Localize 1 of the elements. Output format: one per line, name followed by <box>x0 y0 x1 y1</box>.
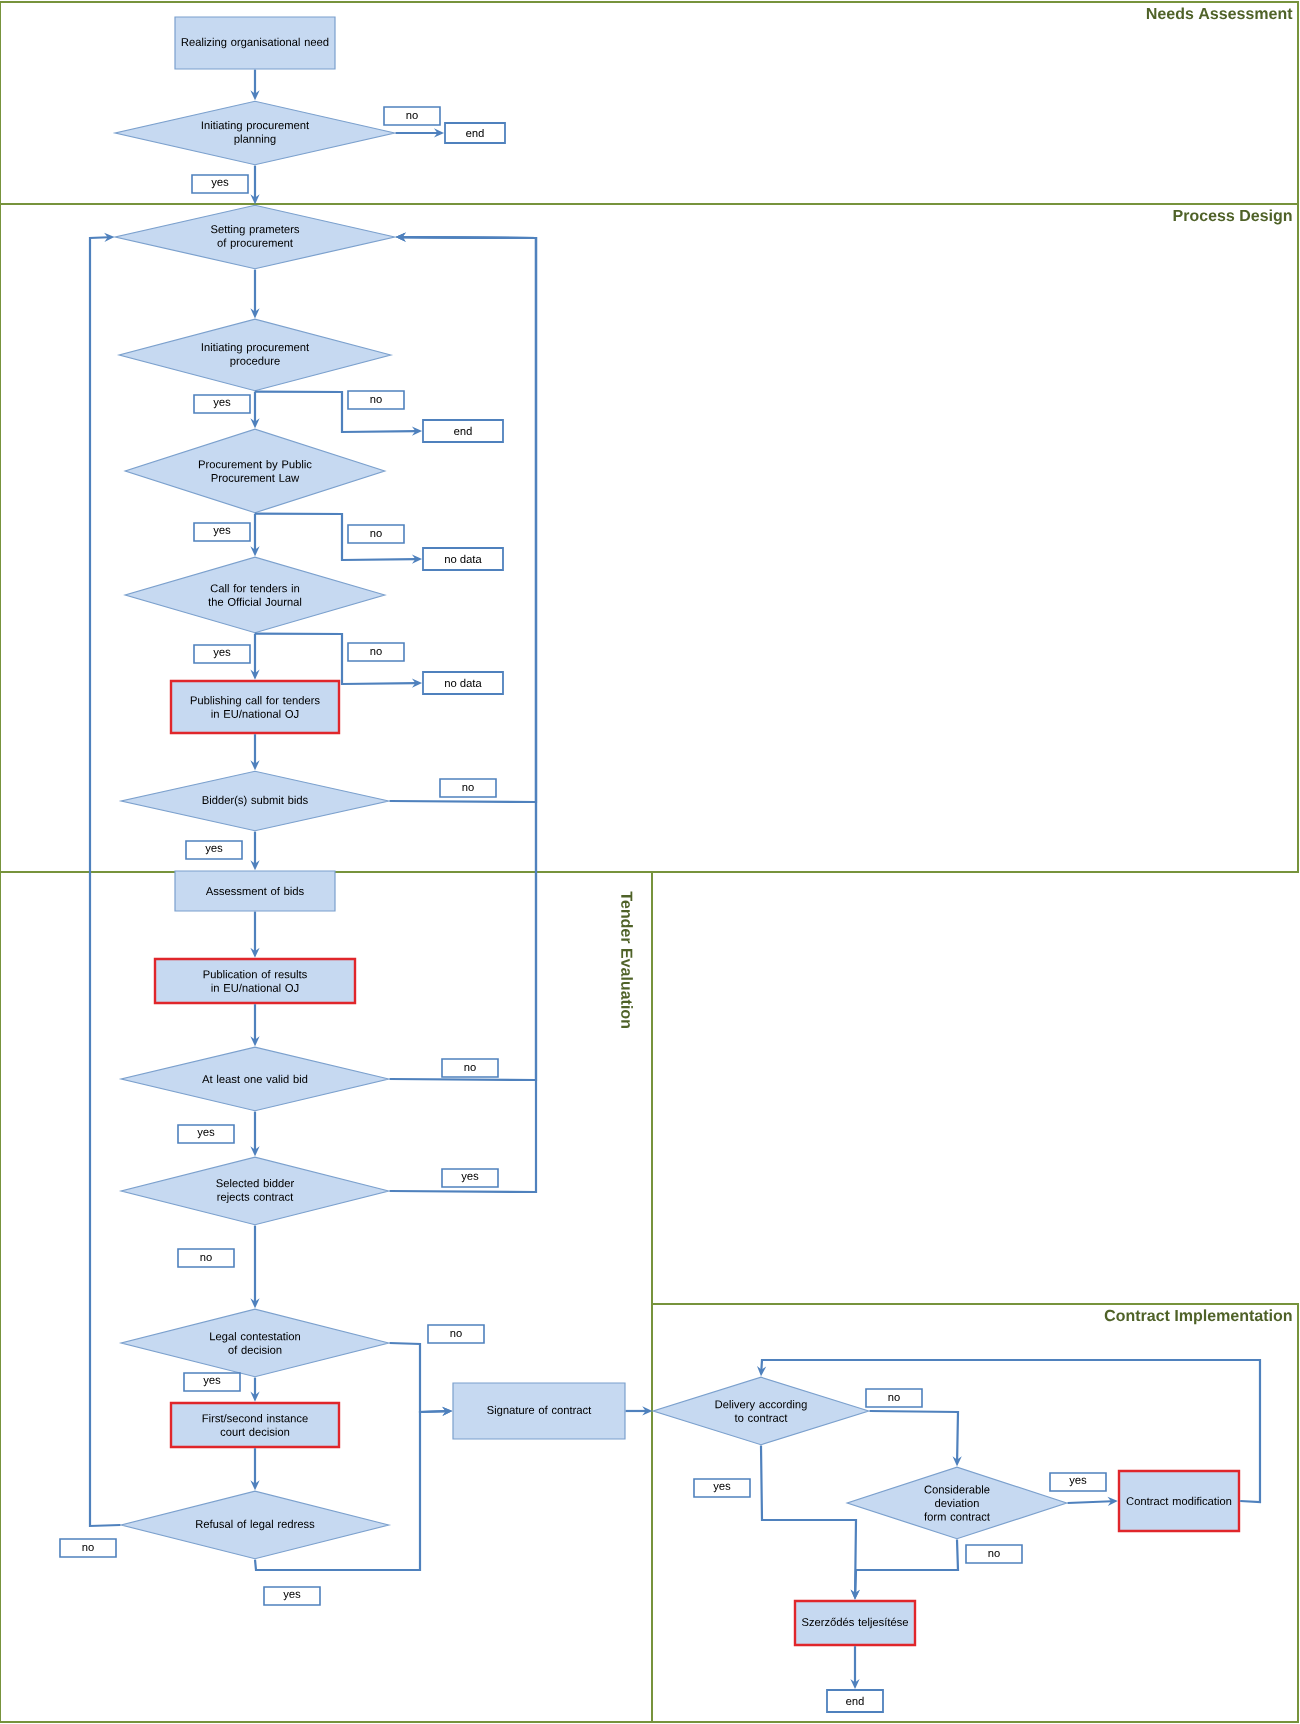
arrow <box>88 232 121 1528</box>
